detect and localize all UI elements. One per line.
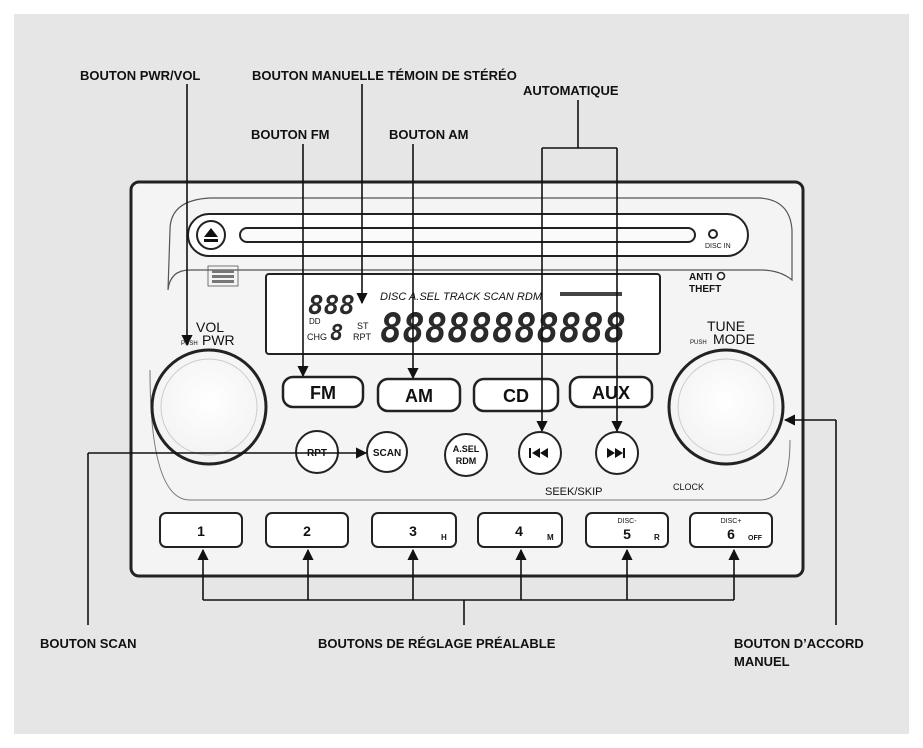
preset-1-number: 1 bbox=[197, 523, 205, 539]
anti-theft-led-icon bbox=[716, 271, 726, 281]
tune-mode-knob[interactable] bbox=[667, 348, 785, 466]
preset-6-top: DISC+ bbox=[721, 518, 742, 525]
skip-forward-icon bbox=[607, 448, 625, 458]
fm-button-label: FM bbox=[310, 383, 336, 403]
preset-5-sub: R bbox=[654, 533, 660, 542]
lcd-disc-digit: 8 bbox=[330, 321, 343, 346]
preset-button-4[interactable]: 4 M bbox=[477, 512, 563, 548]
cd-slot bbox=[239, 227, 696, 243]
push-mode-small-label: PUSH bbox=[690, 340, 707, 346]
rpt-button[interactable]: RPT bbox=[295, 430, 339, 474]
tune-mode-knob-inner bbox=[677, 358, 775, 456]
preset-button-1[interactable]: 1 bbox=[159, 512, 243, 548]
rdm-button-label: RDM bbox=[456, 456, 477, 466]
callout-lines bbox=[87, 84, 837, 625]
preset-6-sub: OFF bbox=[748, 535, 763, 542]
lcd-top-indicators: DISC A.SEL TRACK SCAN RDM bbox=[380, 291, 543, 303]
pwr-label: PWR bbox=[202, 332, 235, 348]
preset-6-number: 6 bbox=[727, 526, 735, 542]
preset-button-3[interactable]: 3 H bbox=[371, 512, 457, 548]
preset-5-number: 5 bbox=[623, 526, 631, 542]
label-manual-tune-line1: BOUTON D’ACCORD bbox=[734, 636, 864, 651]
tune-label: TUNE bbox=[707, 318, 745, 334]
anti-theft-label-theft: THEFT bbox=[689, 284, 721, 295]
preset-button-6[interactable]: DISC+ 6 OFF bbox=[689, 512, 773, 548]
anti-theft-label-anti: ANTI bbox=[689, 272, 713, 283]
lcd-rpt-indicator: RPT bbox=[353, 332, 372, 342]
faceplate-lower-contour bbox=[149, 369, 791, 501]
cd-button-label: CD bbox=[503, 386, 529, 406]
seek-forward-button[interactable] bbox=[595, 431, 639, 475]
preset-5-top: DISC- bbox=[617, 518, 637, 525]
asel-rdm-button[interactable]: A.SEL RDM bbox=[444, 433, 488, 477]
vol-label: VOL bbox=[196, 319, 224, 335]
lcd-level-meter bbox=[560, 292, 622, 296]
label-pwr-vol: BOUTON PWR/VOL bbox=[80, 68, 200, 83]
fm-button[interactable]: FM bbox=[281, 375, 365, 409]
label-manual-tune-line2: MANUEL bbox=[734, 654, 790, 669]
seek-skip-label: SEEK/SKIP bbox=[545, 486, 602, 498]
scan-button-label: SCAN bbox=[373, 448, 401, 459]
lcd-main-digits: 88888888888 bbox=[380, 306, 626, 352]
mode-label: MODE bbox=[713, 331, 755, 347]
cd-button[interactable]: CD bbox=[472, 377, 560, 413]
label-stereo-indicator: BOUTON MANUELLE TÉMOIN DE STÉRÉO bbox=[252, 68, 517, 83]
preset-2-number: 2 bbox=[303, 523, 311, 539]
lcd-dd-indicator: DD bbox=[309, 317, 321, 326]
disc-in-label: DISC IN bbox=[705, 243, 731, 250]
preset-button-5[interactable]: DISC- 5 R bbox=[585, 512, 669, 548]
label-fm-button: BOUTON FM bbox=[251, 127, 329, 142]
preset-4-sub: M bbox=[547, 533, 554, 542]
label-am-button: BOUTON AM bbox=[389, 127, 468, 142]
pwr-vol-knob-inner bbox=[160, 358, 258, 456]
preset-3-number: 3 bbox=[409, 523, 417, 539]
label-automatique: AUTOMATIQUE bbox=[523, 83, 619, 98]
lcd-small-digits: 888 bbox=[308, 291, 355, 321]
faceplate-inner-contour bbox=[167, 197, 793, 291]
pwr-vol-knob[interactable] bbox=[150, 348, 268, 466]
skip-back-icon bbox=[529, 448, 548, 458]
clock-label: CLOCK bbox=[673, 482, 704, 492]
eject-icon bbox=[204, 228, 218, 242]
aux-button-label: AUX bbox=[592, 383, 630, 403]
am-button-label: AM bbox=[405, 386, 433, 406]
label-scan-button: BOUTON SCAN bbox=[40, 636, 137, 651]
asel-button-label: A.SEL bbox=[453, 444, 480, 454]
label-preset-buttons: BOUTONS DE RÉGLAGE PRÉALABLE bbox=[318, 636, 556, 651]
lcd-chg-indicator: CHG bbox=[307, 332, 327, 342]
seek-back-button[interactable] bbox=[518, 431, 562, 475]
aux-button[interactable]: AUX bbox=[568, 375, 654, 409]
compact-disc-logo-icon bbox=[207, 265, 239, 287]
preset-3-sub: H bbox=[441, 533, 447, 542]
lcd-st-indicator: ST bbox=[357, 321, 369, 331]
preset-button-2[interactable]: 2 bbox=[265, 512, 349, 548]
disc-in-indicator-icon bbox=[708, 229, 718, 239]
preset-4-number: 4 bbox=[515, 523, 523, 539]
scan-button[interactable]: SCAN bbox=[366, 431, 408, 473]
push-pwr-small-label: PUSH bbox=[181, 341, 198, 347]
am-button[interactable]: AM bbox=[376, 377, 462, 413]
